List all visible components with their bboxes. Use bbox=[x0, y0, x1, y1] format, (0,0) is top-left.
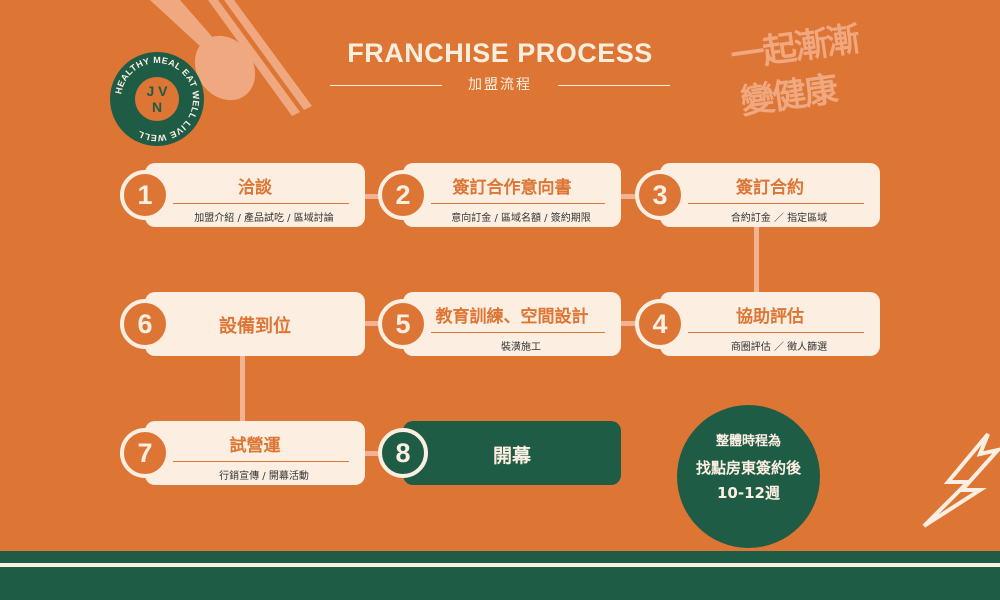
step-title: 開幕 bbox=[492, 445, 531, 467]
divider bbox=[173, 461, 349, 462]
connector-2-3 bbox=[621, 194, 641, 199]
step-number-2: 2 bbox=[378, 170, 428, 220]
step-title: 簽訂合作意向書 bbox=[452, 178, 572, 198]
page-subtitle: 加盟流程 bbox=[468, 77, 532, 93]
step-title: 簽訂合約 bbox=[736, 178, 804, 198]
step-detail: 商圈評估 ／ 徵人篩選 bbox=[730, 342, 828, 353]
brand-logo: J V N HEALTHY MEAL EAT WELL LIVE WELL bbox=[110, 52, 204, 146]
divider bbox=[173, 203, 349, 204]
step-number-6: 6 bbox=[120, 299, 170, 349]
step-detail: 合約訂金 ／ 指定區域 bbox=[730, 213, 828, 224]
lightning-icon bbox=[922, 432, 1000, 528]
timeline-line-1: 整體時程為 bbox=[715, 434, 781, 449]
step-detail: 裝潢施工 bbox=[501, 342, 541, 353]
connector-4-5 bbox=[621, 321, 641, 326]
step-card-8: 開幕 bbox=[403, 421, 621, 485]
connector-7-8 bbox=[365, 451, 385, 456]
step-title: 試營運 bbox=[229, 436, 281, 456]
footer-band-top bbox=[0, 551, 1000, 563]
connector-6-7 bbox=[240, 350, 245, 428]
connector-5-6 bbox=[365, 321, 385, 326]
page-title: FRANCHISE PROCESS bbox=[347, 38, 653, 68]
divider bbox=[431, 332, 605, 333]
step-number-1: 1 bbox=[120, 170, 170, 220]
step-card-2: 簽訂合作意向書 意向訂金 / 區域名額 / 簽約期限 bbox=[403, 163, 621, 227]
subtitle-rule-left bbox=[330, 85, 442, 86]
step-card-3: 簽訂合約 合約訂金 ／ 指定區域 bbox=[660, 163, 880, 227]
step-number-4: 4 bbox=[635, 299, 685, 349]
step-card-6: 設備到位 bbox=[145, 292, 365, 356]
step-title: 設備到位 bbox=[219, 316, 291, 337]
connector-3-4 bbox=[754, 222, 759, 300]
step-card-5: 教育訓練、空間設計 裝潢施工 bbox=[403, 292, 621, 356]
subtitle-rule-right bbox=[558, 85, 670, 86]
step-detail: 行銷宣傳 / 開幕活動 bbox=[219, 471, 309, 482]
step-number-5: 5 bbox=[378, 299, 428, 349]
step-title: 協助評估 bbox=[736, 307, 804, 327]
divider bbox=[688, 332, 864, 333]
step-card-7: 試營運 行銷宣傳 / 開幕活動 bbox=[145, 421, 365, 485]
step-number-3: 3 bbox=[635, 170, 685, 220]
svg-text:N: N bbox=[152, 99, 162, 115]
step-detail: 意向訂金 / 區域名額 / 簽約期限 bbox=[451, 213, 591, 224]
step-number-7: 7 bbox=[120, 428, 170, 478]
footer-stripe bbox=[0, 563, 1000, 567]
svg-text:J V: J V bbox=[146, 83, 168, 99]
utensils-illustration bbox=[150, 0, 312, 116]
step-detail: 加盟介紹 / 產品試吃 / 區域討論 bbox=[194, 213, 334, 224]
divider bbox=[688, 203, 864, 204]
connector-1-2 bbox=[365, 194, 385, 199]
timeline-line-2: 找點房東簽約後 bbox=[695, 459, 801, 477]
timeline-line-3: 10-12週 bbox=[717, 484, 780, 502]
step-title: 教育訓練、空間設計 bbox=[435, 307, 589, 327]
step-card-4: 協助評估 商圈評估 ／ 徵人篩選 bbox=[660, 292, 880, 356]
step-card-1: 洽談 加盟介紹 / 產品試吃 / 區域討論 bbox=[145, 163, 365, 227]
divider bbox=[431, 203, 605, 204]
timeline-badge: 整體時程為 找點房東簽約後 10-12週 bbox=[677, 405, 820, 548]
step-number-8: 8 bbox=[378, 428, 428, 478]
footer-band-bottom bbox=[0, 567, 1000, 600]
step-title: 洽談 bbox=[238, 178, 272, 198]
